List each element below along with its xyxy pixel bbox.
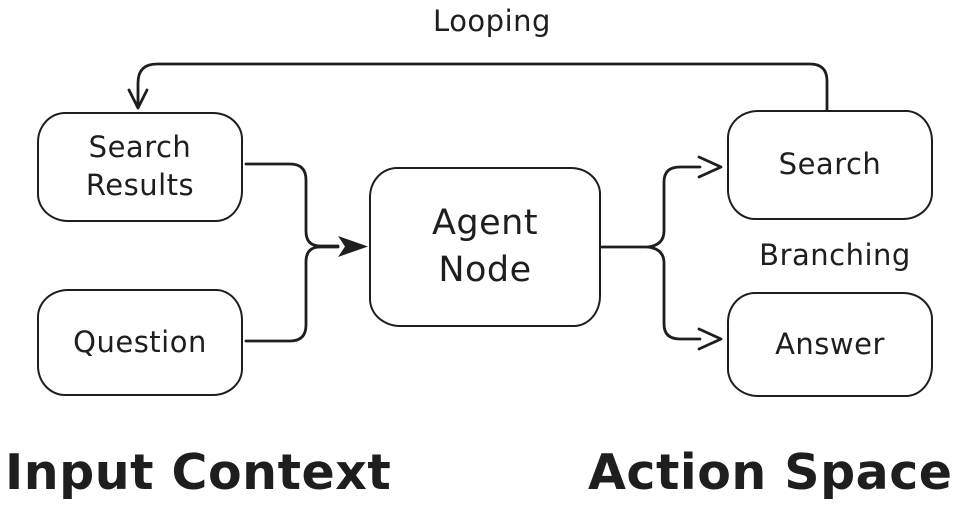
arrowhead-right-icon <box>697 327 723 351</box>
arrowhead-right-icon <box>697 155 723 179</box>
node-search: Search <box>727 110 933 220</box>
node-answer-label: Answer <box>775 326 885 361</box>
edge-question-to-agent <box>244 236 368 343</box>
edge-search-to-search-results-loop <box>127 62 829 112</box>
input-context-label: Input Context <box>5 444 392 501</box>
node-search-label: Search <box>778 147 882 182</box>
node-answer: Answer <box>727 292 933 397</box>
node-question: Question <box>37 289 243 396</box>
looping-label: Looping <box>433 4 551 38</box>
node-search-results-label: Search Results <box>85 130 195 202</box>
action-space-label: Action Space <box>588 444 953 501</box>
arrowhead-right-icon <box>338 236 368 257</box>
edge-agent-to-search <box>599 155 723 249</box>
edge-search-results-to-agent <box>244 162 340 248</box>
node-agent-node: Agent Node <box>369 167 601 327</box>
edge-agent-to-answer <box>646 245 723 351</box>
node-question-label: Question <box>73 324 207 359</box>
node-search-results: Search Results <box>37 112 243 222</box>
arrowhead-down-icon <box>127 88 149 110</box>
node-agent-node-label: Agent Node <box>431 202 539 290</box>
branching-label: Branching <box>759 238 911 272</box>
